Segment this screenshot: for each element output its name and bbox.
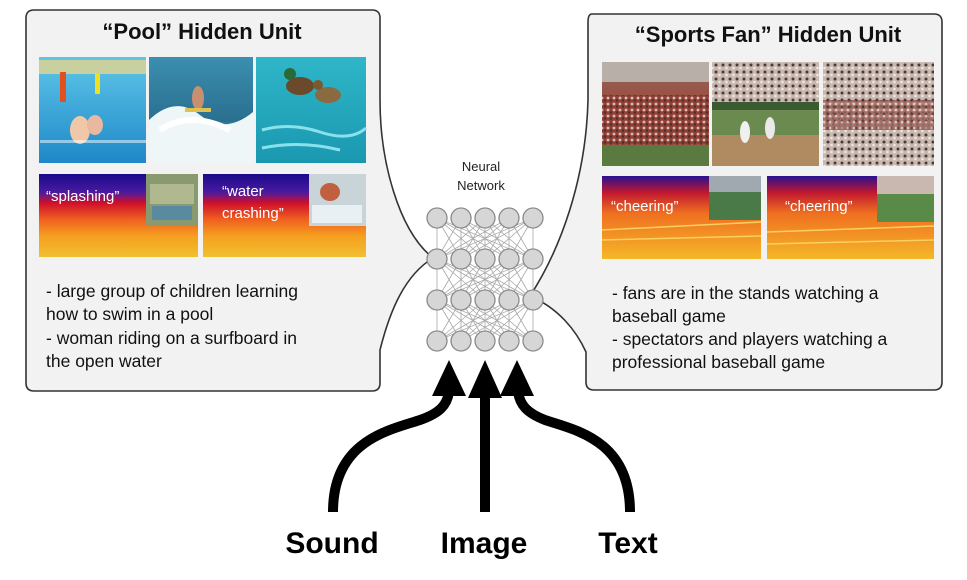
network-node: [498, 289, 520, 311]
right-caption-line-4: professional baseball game: [612, 352, 825, 372]
network-node: [522, 207, 544, 229]
network-node: [450, 289, 472, 311]
network-node: [450, 207, 472, 229]
network-edge: [436, 299, 510, 342]
network-node: [474, 207, 496, 229]
left-caption-line-4: the open water: [46, 351, 162, 371]
sound-arrow: [328, 360, 466, 513]
network-node: [450, 330, 472, 352]
modality-label-image: Image: [441, 527, 528, 560]
network-node: [522, 248, 544, 270]
sports-spectrogram-cheering-1: [601, 176, 762, 259]
pool-spectrogram-splashing: [39, 174, 198, 257]
modality-label-sound: Sound: [285, 527, 378, 560]
network-node: [498, 330, 520, 352]
network-connections: [436, 217, 534, 342]
network-node: [426, 289, 448, 311]
sports-photo-crowd: [823, 62, 934, 166]
network-edge: [460, 217, 534, 260]
pool-photo-ducks: [256, 57, 367, 163]
network-node: [522, 289, 544, 311]
network-nodes: [426, 207, 544, 352]
sports-spectrogram-cheering-2: [766, 176, 935, 259]
left-caption-line-2: how to swim in a pool: [46, 304, 213, 324]
right-panel-title: “Sports Fan” Hidden Unit: [635, 22, 902, 47]
network-node: [450, 248, 472, 270]
modality-label-text: Text: [598, 527, 657, 560]
image-arrow: [468, 360, 502, 512]
right-caption-line-3: - spectators and players watching a: [612, 329, 888, 349]
spectrogram-label-crashing: crashing”: [222, 205, 284, 222]
left-panel-title: “Pool” Hidden Unit: [102, 19, 302, 44]
network-node: [426, 248, 448, 270]
network-node: [426, 207, 448, 229]
left-caption-line-1: - large group of children learning: [46, 281, 298, 301]
network-edge: [436, 217, 510, 260]
network-label-line-2: Network: [457, 178, 505, 193]
network-node: [498, 248, 520, 270]
network-node: [474, 289, 496, 311]
network-node: [522, 330, 544, 352]
spectrogram-label-cheering-2: “cheering”: [785, 198, 853, 215]
pool-spectrogram-water-crashing: [203, 174, 366, 257]
network-label-line-1: Neural: [462, 159, 500, 174]
network-node: [474, 330, 496, 352]
spectrogram-label-splashing: “splashing”: [46, 188, 119, 205]
network-node: [474, 248, 496, 270]
spectrogram-label-water: “water: [222, 183, 264, 200]
pool-photo-surfer: [149, 57, 253, 163]
network-node: [498, 207, 520, 229]
sports-photo-baseball-field: [712, 62, 819, 166]
text-arrow: [500, 360, 635, 513]
network-node: [426, 330, 448, 352]
left-caption-line-3: - woman riding on a surfboard in: [46, 328, 297, 348]
network-edge: [460, 299, 534, 342]
network-edge: [460, 258, 534, 301]
right-caption-line-2: baseball game: [612, 306, 726, 326]
pool-photo-swimmers: [39, 57, 146, 163]
network-edge: [436, 258, 510, 301]
spectrogram-label-cheering-1: “cheering”: [611, 198, 679, 215]
right-caption-line-1: - fans are in the stands watching a: [612, 283, 879, 303]
sports-photo-stadium: [602, 62, 709, 166]
